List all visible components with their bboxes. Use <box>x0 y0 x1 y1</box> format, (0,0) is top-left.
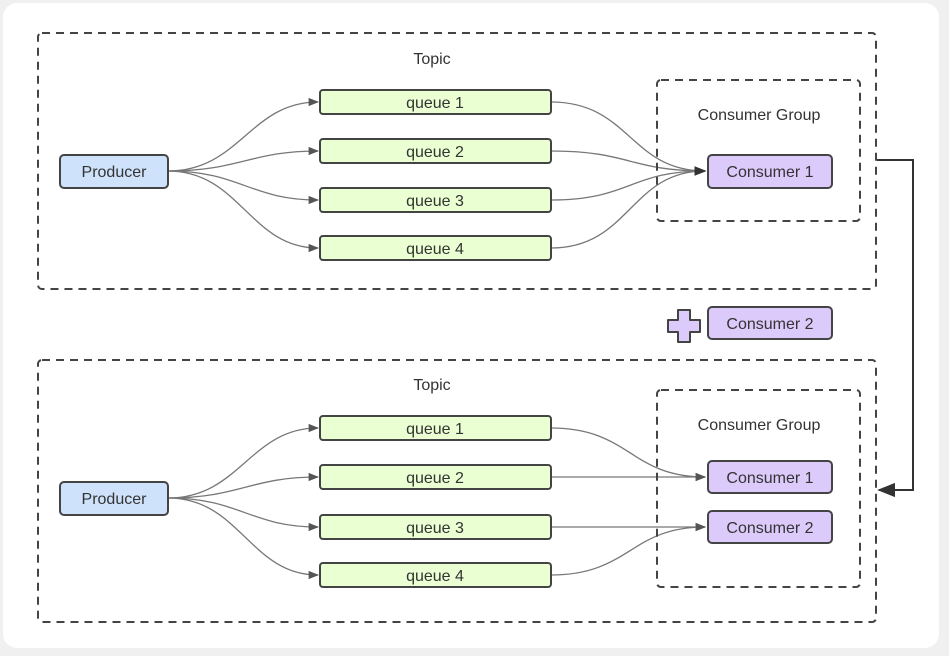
edge-bottom-producer-queue-3 <box>167 497 320 532</box>
top-queue-3-label: queue 3 <box>406 193 464 210</box>
edge-top-producer-queue-2 <box>167 146 320 172</box>
bottom-consumer-1-node: Consumer 1 <box>707 460 833 494</box>
edge-bottom-queue-4-consumer-2 <box>550 522 707 576</box>
bottom-queue-2-label: queue 2 <box>406 470 464 487</box>
edge-top-producer-queue-3 <box>167 170 320 205</box>
edge-top-queue-1-consumer-1 <box>550 101 707 176</box>
bottom-queue-4-label: queue 4 <box>406 568 464 585</box>
edge-top-producer-queue-4 <box>167 170 320 253</box>
bottom-consumer-1-label: Consumer 1 <box>726 470 813 487</box>
added-consumer-2-node: Consumer 2 <box>707 306 833 340</box>
top-consumer-1-label: Consumer 1 <box>726 164 813 181</box>
top-queue-4-label: queue 4 <box>406 241 464 258</box>
edge-top-queue-2-consumer-1 <box>550 150 707 176</box>
bottom-topic-frame <box>37 359 877 623</box>
bottom-topic: Topic Producer queue 1 queue 2 queue 3 <box>37 359 877 623</box>
bottom-queue-3-node: queue 3 <box>319 514 552 540</box>
top-queue-1-label: queue 1 <box>406 95 464 112</box>
edge-bottom-producer-queue-2 <box>167 472 320 499</box>
edge-top-queue-4-consumer-1 <box>550 166 707 249</box>
top-topic-frame <box>37 32 877 290</box>
bottom-consumer-2-label: Consumer 2 <box>726 520 813 537</box>
top-topic-label: Topic <box>413 51 450 68</box>
bottom-producer-label: Producer <box>82 491 148 508</box>
top-producer-node: Producer <box>59 154 169 189</box>
top-consumer-1-node: Consumer 1 <box>707 154 833 189</box>
bottom-consumer-group-label: Consumer Group <box>698 417 821 434</box>
edge-bottom-queue-1-consumer-1 <box>550 427 707 482</box>
top-queue-2-label: queue 2 <box>406 144 464 161</box>
scale-out-connector <box>877 159 914 498</box>
top-queue-1-node: queue 1 <box>319 89 552 115</box>
edge-top-producer-queue-1 <box>167 97 320 172</box>
bottom-queue-1-label: queue 1 <box>406 421 464 438</box>
bottom-queue-3-label: queue 3 <box>406 520 464 537</box>
top-queue-3-node: queue 3 <box>319 187 552 213</box>
added-consumer-2-label: Consumer 2 <box>726 316 813 333</box>
top-queue-2-node: queue 2 <box>319 138 552 164</box>
bottom-queue-4-node: queue 4 <box>319 562 552 588</box>
top-producer-label: Producer <box>82 164 148 181</box>
top-topic: Topic Producer queue 1 queue 2 queue 3 <box>37 32 877 290</box>
edge-bottom-producer-queue-4 <box>167 497 320 580</box>
plus-icon <box>667 309 701 343</box>
bottom-producer-node: Producer <box>59 481 169 516</box>
top-consumer-group-frame <box>656 79 861 222</box>
edge-bottom-producer-queue-1 <box>167 423 320 499</box>
bottom-consumer-group-frame <box>656 389 861 588</box>
bottom-queue-1-node: queue 1 <box>319 415 552 441</box>
bottom-consumer-2-node: Consumer 2 <box>707 510 833 544</box>
top-queue-4-node: queue 4 <box>319 235 552 261</box>
top-consumer-group-label: Consumer Group <box>698 107 821 124</box>
bottom-topic-label: Topic <box>413 377 450 394</box>
edge-top-queue-3-consumer-1 <box>550 166 707 201</box>
bottom-queue-2-node: queue 2 <box>319 464 552 490</box>
